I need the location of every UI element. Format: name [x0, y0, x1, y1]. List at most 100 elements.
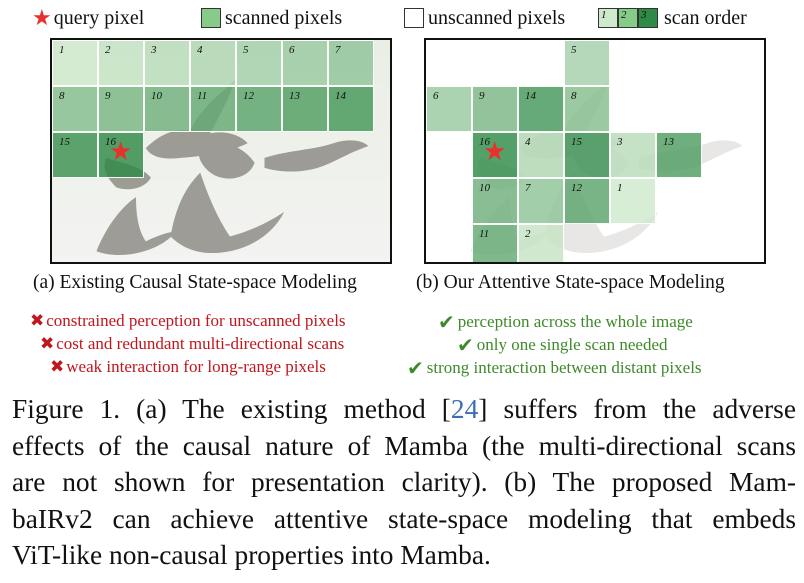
- scan-order-number: 14: [335, 90, 346, 102]
- scan-cell: 1: [610, 178, 656, 224]
- caption-line: baIRv2 can achieve attentive state-space…: [12, 503, 796, 534]
- scan-order-number: 13: [663, 136, 674, 148]
- legend-query: ★ query pixel: [32, 5, 144, 31]
- scan-order-number: 13: [289, 90, 300, 102]
- scan-cell: 6: [426, 86, 472, 132]
- unscanned-swatch: [404, 8, 424, 28]
- scan-cell: 2: [98, 40, 144, 86]
- scan-order-number: 8: [59, 90, 65, 102]
- figure-caption: Figure 1. (a) The existing method [24] s…: [12, 391, 796, 574]
- scan-order-cell: 1: [598, 8, 618, 28]
- scan-cell: 8: [564, 86, 610, 132]
- con-text: weak interaction for long-range pixels: [66, 357, 326, 376]
- scan-cell: 15: [564, 132, 610, 178]
- scan-cell: 12: [564, 178, 610, 224]
- panel-b-caption: (b) Our Attentive State-space Modeling: [416, 272, 725, 293]
- scan-order-number: 6: [289, 44, 295, 56]
- caption-line: Figure 1. (a) The existing method [24] s…: [12, 391, 796, 428]
- scan-cell: 4: [190, 40, 236, 86]
- cross-icon: ✖: [50, 357, 65, 377]
- scan-cell: 9: [98, 86, 144, 132]
- legend-unscanned-label: unscanned pixels: [428, 6, 566, 29]
- scan-order-number: 16: [105, 136, 116, 148]
- query-star-icon: ★: [109, 137, 133, 167]
- scan-cell: 3: [144, 40, 190, 86]
- scan-cell: 13: [282, 86, 328, 132]
- pro-item: ✔only one single scan needed: [457, 333, 667, 357]
- scan-order-number: 10: [151, 90, 162, 102]
- scan-cell: 10: [144, 86, 190, 132]
- scan-order-number: 1: [59, 44, 65, 56]
- pro-text: only one single scan needed: [476, 335, 668, 354]
- legend-scanned: scanned pixels: [201, 5, 342, 31]
- scan-cell: 16: [472, 132, 518, 178]
- caption-line: ViT-like non-causal properties into Mamb…: [12, 540, 491, 570]
- scan-cell: 3: [610, 132, 656, 178]
- scan-cell: 5: [564, 40, 610, 86]
- query-star-icon: ★: [483, 137, 507, 167]
- scan-cell: 13: [656, 132, 702, 178]
- legend-scan-order-label: scan order: [664, 6, 747, 29]
- con-text: cost and redundant multi-directional sca…: [56, 334, 345, 353]
- scan-order-number: 3: [151, 44, 157, 56]
- scan-order-swatch: 1 2 3: [598, 8, 658, 28]
- cross-icon: ✖: [30, 311, 45, 331]
- pro-text: strong interaction between distant pixel…: [426, 358, 702, 377]
- scan-cell: 16: [98, 132, 144, 178]
- scan-cell: 5: [236, 40, 282, 86]
- scan-order-number: 5: [243, 44, 249, 56]
- legend-scan-order: 1 2 3 scan order: [598, 5, 747, 31]
- scan-cell: 2: [518, 224, 564, 262]
- scan-cell: 6: [282, 40, 328, 86]
- scan-cell: 10: [472, 178, 518, 224]
- scan-cell: 9: [472, 86, 518, 132]
- caption-line: are not shown for presentation clarity).…: [12, 467, 796, 497]
- check-icon: ✔: [457, 333, 474, 357]
- pro-text: perception across the whole image: [457, 312, 693, 331]
- pro-item: ✔perception across the whole image: [438, 310, 693, 334]
- scan-order-number: 7: [335, 44, 341, 56]
- scan-order-number: 7: [525, 182, 531, 194]
- caption-line: effects of the causal nature of Mamba (t…: [12, 430, 796, 461]
- panel-a-caption: (a) Existing Causal State-space Modeling: [33, 272, 357, 293]
- star-icon: ★: [32, 5, 52, 31]
- scan-cell: 7: [328, 40, 374, 86]
- check-icon: ✔: [407, 356, 424, 380]
- scan-order-number: 5: [571, 44, 577, 56]
- con-item: ✖weak interaction for long-range pixels: [50, 357, 326, 377]
- scan-order-number: 9: [479, 90, 485, 102]
- scan-order-number: 4: [525, 136, 531, 148]
- legend-unscanned: unscanned pixels: [404, 5, 565, 31]
- scan-cell: 7: [518, 178, 564, 224]
- scan-order-number: 12: [243, 90, 254, 102]
- scan-order-number: 12: [571, 182, 582, 194]
- con-item: ✖cost and redundant multi-directional sc…: [40, 334, 344, 354]
- scan-order-number: 2: [105, 44, 111, 56]
- scan-order-number: 4: [197, 44, 203, 56]
- scan-cell: 14: [518, 86, 564, 132]
- citation-link[interactable]: 24: [450, 394, 479, 424]
- scan-order-cell: 3: [638, 8, 658, 28]
- scan-order-number: 11: [479, 228, 490, 240]
- scan-order-number: 1: [617, 182, 623, 194]
- scanned-swatch: [201, 8, 221, 28]
- scan-cell: 12: [236, 86, 282, 132]
- legend-scanned-label: scanned pixels: [225, 6, 343, 29]
- legend-query-label: query pixel: [53, 6, 145, 29]
- scan-order-cell: 2: [618, 8, 638, 28]
- caption-text: Figure 1. (a) The existing method [: [12, 394, 451, 424]
- con-text: constrained perception for unscanned pix…: [46, 311, 346, 330]
- scan-cell: 8: [52, 86, 98, 132]
- scan-order-number: 8: [571, 90, 577, 102]
- scan-cell: 11: [472, 224, 518, 262]
- scan-cell: 15: [52, 132, 98, 178]
- scan-cell: 4: [518, 132, 564, 178]
- scan-order-number: 2: [525, 228, 531, 240]
- scan-cell: 14: [328, 86, 374, 132]
- check-icon: ✔: [438, 310, 455, 334]
- scan-order-number: 10: [479, 182, 490, 194]
- scan-order-number: 15: [571, 136, 582, 148]
- scan-order-number: 11: [197, 90, 208, 102]
